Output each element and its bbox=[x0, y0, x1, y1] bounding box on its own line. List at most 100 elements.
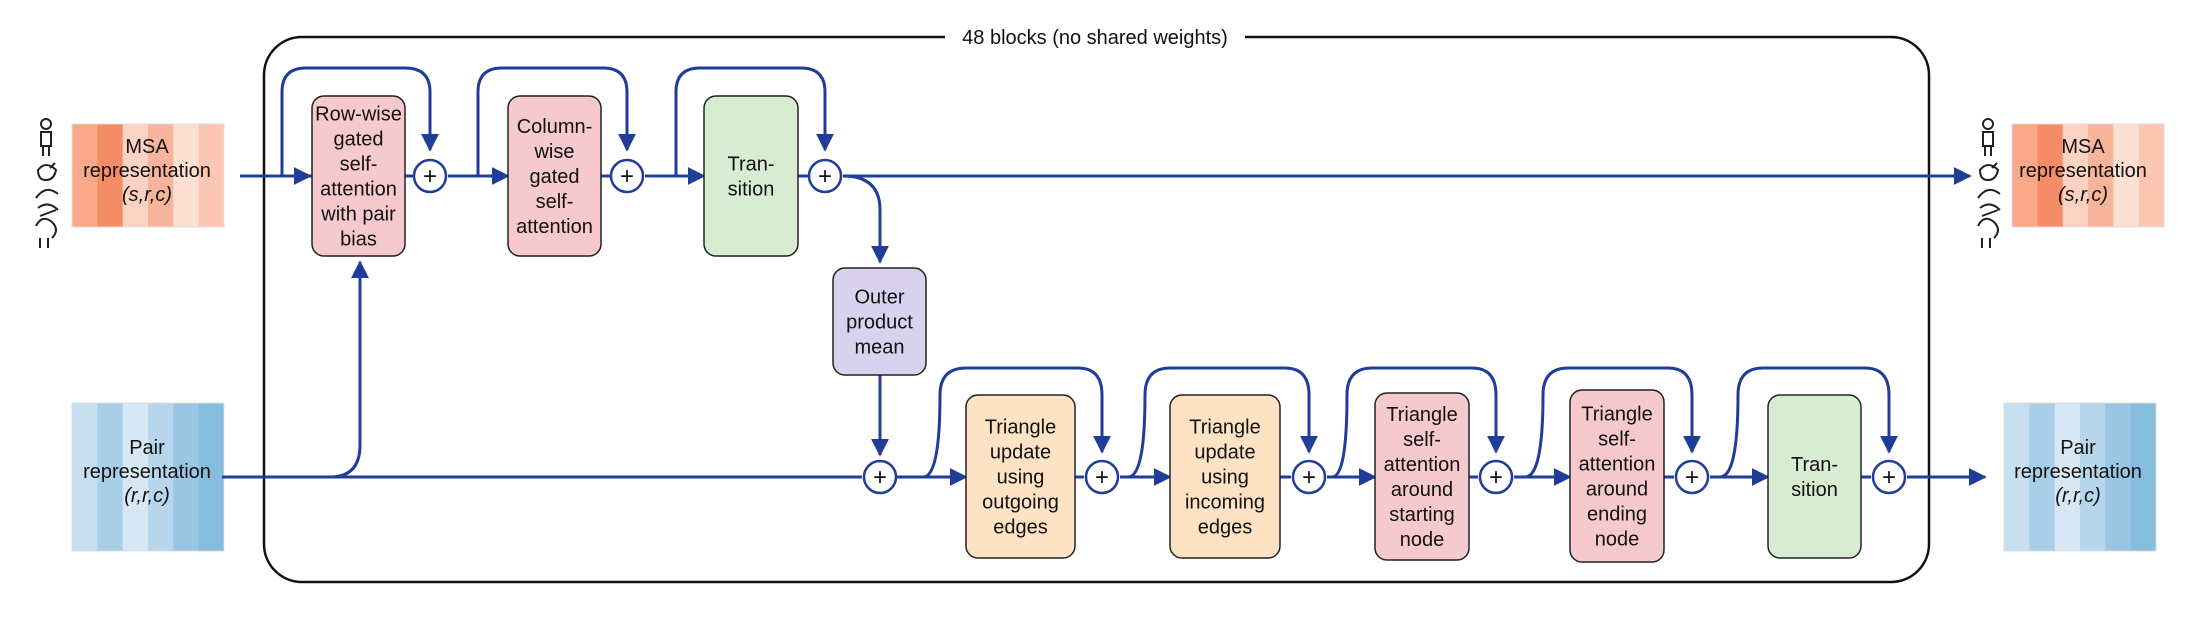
node-label-line: with pair bbox=[320, 204, 396, 226]
heatmap-cell bbox=[2012, 201, 2038, 228]
heatmap-cell bbox=[173, 149, 200, 176]
node-label-line: edges bbox=[993, 517, 1048, 539]
node-box bbox=[1767, 394, 1862, 559]
heatmap-cell bbox=[72, 149, 98, 176]
heatmap-cell bbox=[122, 201, 149, 228]
heatmap-cell bbox=[122, 514, 149, 552]
heatmap-cell bbox=[2138, 201, 2165, 228]
pair-input-heatmap bbox=[71, 402, 225, 552]
sum-symbol: + bbox=[1882, 464, 1896, 491]
sum-node: + bbox=[412, 158, 448, 194]
sum-symbol: + bbox=[423, 163, 437, 190]
node-label-line: self- bbox=[340, 154, 378, 176]
heatmap-cell bbox=[2105, 440, 2132, 478]
node-msa-transition: Tran-sition bbox=[703, 95, 799, 257]
node-label-line: edges bbox=[1198, 517, 1253, 539]
heatmap-cell bbox=[97, 124, 124, 151]
heatmap-cell bbox=[72, 201, 98, 228]
heatmap-cell bbox=[97, 175, 124, 202]
node-label-line: incoming bbox=[1185, 492, 1265, 514]
heatmap-cell bbox=[173, 514, 200, 552]
sum-node: + bbox=[1871, 459, 1907, 495]
heatmap-cell bbox=[2012, 175, 2038, 202]
msa-input-species-icons bbox=[35, 118, 59, 248]
heatmap-cell bbox=[198, 514, 225, 552]
heatmap-cell bbox=[198, 201, 225, 228]
node-pair-transition: Tran-sition bbox=[1767, 394, 1862, 559]
node-label-line: Triangle bbox=[1581, 404, 1653, 426]
heatmap-cell bbox=[2054, 477, 2081, 515]
node-label-line: attention bbox=[516, 216, 593, 238]
heatmap-cell bbox=[2113, 175, 2140, 202]
heatmap-cell bbox=[2012, 149, 2038, 176]
node-label-line: self- bbox=[1403, 429, 1441, 451]
heatmap-cell bbox=[173, 124, 200, 151]
msa-output-label-1: MSA bbox=[2061, 136, 2105, 158]
node-label-line: node bbox=[1595, 529, 1640, 551]
pair-output-label-2: representation bbox=[2014, 461, 2142, 483]
heatmap-cell bbox=[122, 124, 149, 151]
residual-sums: +++++++++ bbox=[412, 158, 1907, 495]
heatmap-cell bbox=[97, 514, 124, 552]
sum-node: + bbox=[1084, 459, 1120, 495]
node-label-line: sition bbox=[1791, 479, 1838, 501]
tri-in-skip bbox=[1127, 366, 1318, 479]
node-box bbox=[311, 95, 406, 257]
msa-input-label-1: MSA bbox=[125, 136, 169, 158]
heatmap-cell bbox=[2088, 175, 2114, 202]
sum-circle bbox=[1871, 459, 1907, 495]
node-label-line: update bbox=[1194, 442, 1255, 464]
node-label-line: starting bbox=[1389, 504, 1455, 526]
heatmap-cell bbox=[173, 175, 200, 202]
pair-output-label-1: Pair bbox=[2060, 437, 2096, 459]
heatmap-cell bbox=[198, 403, 225, 441]
msa-input-label-2: representation bbox=[83, 160, 211, 182]
node-box bbox=[1169, 394, 1281, 559]
heatmap-cell bbox=[122, 477, 149, 515]
node-label-line: Triangle bbox=[985, 417, 1057, 439]
heatmap-cell bbox=[198, 149, 225, 176]
heatmap-cell bbox=[173, 440, 200, 478]
msa-transition-skip bbox=[674, 66, 834, 177]
col-attn-skip bbox=[476, 66, 636, 176]
heatmap-cell bbox=[2113, 124, 2140, 151]
node-label-line: gated bbox=[529, 166, 579, 188]
heatmap-cell bbox=[2062, 149, 2089, 176]
heatmap-cell bbox=[2138, 175, 2165, 202]
sum-circle bbox=[1478, 459, 1514, 495]
heatmap-cell bbox=[122, 440, 149, 478]
tri-att-start-skip bbox=[1331, 366, 1505, 479]
heatmap-cell bbox=[2113, 149, 2140, 176]
heatmap-cell bbox=[97, 201, 124, 228]
heatmap-cell bbox=[2138, 149, 2165, 176]
heatmap-cell bbox=[72, 403, 98, 441]
sum-symbol: + bbox=[873, 464, 887, 491]
heatmap-cell bbox=[2130, 403, 2157, 441]
node-label-line: around bbox=[1391, 479, 1453, 501]
heatmap-cell bbox=[97, 477, 124, 515]
heatmap-cell bbox=[122, 149, 149, 176]
node-box bbox=[832, 267, 927, 376]
node-label-line: sition bbox=[728, 179, 775, 201]
node-label-line: Outer bbox=[854, 287, 904, 309]
pair-output-label-3: (r,r,c) bbox=[2055, 485, 2101, 507]
heatmap-cell bbox=[2037, 149, 2064, 176]
heatmap-cell bbox=[72, 477, 98, 515]
pair-input-label-3: (r,r,c) bbox=[124, 485, 170, 507]
msa-output-species-icons bbox=[1977, 118, 2001, 248]
heatmap-cell bbox=[173, 477, 200, 515]
node-label-line: ending bbox=[1587, 504, 1647, 526]
msa-input-label-3: (s,r,c) bbox=[122, 184, 172, 206]
node-label-line: Column- bbox=[517, 116, 593, 138]
sum-node: + bbox=[1291, 459, 1327, 495]
heatmap-cell bbox=[2080, 440, 2106, 478]
